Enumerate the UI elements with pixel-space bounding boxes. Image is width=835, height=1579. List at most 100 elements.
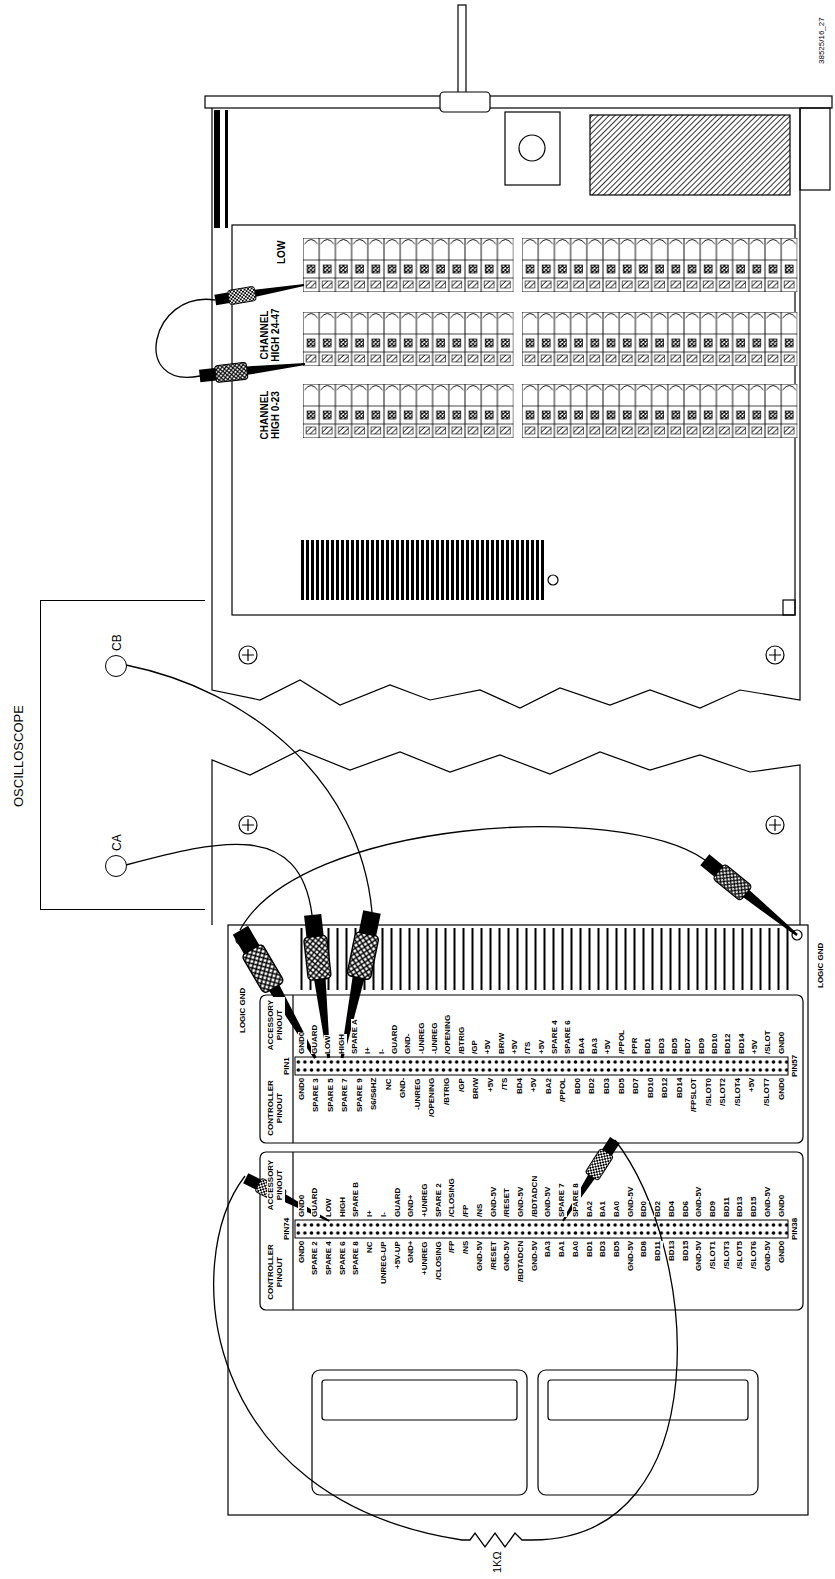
pin-label: GND+: [407, 1241, 416, 1263]
pin-label: /BDTADCN: [517, 1241, 526, 1282]
pin-label: BD10: [647, 1078, 656, 1098]
pin-label: SPARE 4: [551, 1020, 560, 1054]
pin-label: BD4: [668, 1201, 677, 1217]
pin-label: /CLOSING: [448, 1178, 457, 1217]
pin-label: /PPOL: [618, 1030, 627, 1054]
figure-number: 38525/16_27: [818, 17, 827, 64]
pin-label: GND-5V: [764, 1187, 773, 1217]
pin-label: I-: [378, 1049, 387, 1054]
pin-label: GND-5V: [695, 1187, 704, 1217]
pin-label: BR/W: [472, 1078, 481, 1099]
pin-label: BD3: [603, 1078, 612, 1094]
pin-label: BD7: [632, 1078, 641, 1094]
pin-label: BA2: [586, 1201, 595, 1217]
pin-label: +5V: [484, 1040, 493, 1054]
pin-label: GND0: [298, 1032, 307, 1054]
pin-label: SPARE 7: [341, 1078, 350, 1112]
pin-label: GND0: [298, 1078, 307, 1100]
ground-label: LOGIC GND: [817, 942, 826, 987]
pin-label: /SLOT0: [705, 1078, 714, 1106]
pin-label: /OPENING: [428, 1078, 437, 1117]
pin-label: BD0: [640, 1201, 649, 1217]
pin-label: /NS: [462, 1241, 471, 1254]
pin-label: SPARE 8: [572, 1183, 581, 1217]
pin-label: SPARE 3: [312, 1078, 321, 1112]
pin-label: GND-: [399, 1078, 408, 1098]
pin-label: I+: [366, 1210, 375, 1217]
pin-label: SPARE 4: [325, 1241, 334, 1275]
pin-label: BD11: [723, 1197, 732, 1217]
pin-label: BA1: [558, 1241, 567, 1257]
pin-label: GND0: [778, 1195, 787, 1217]
channel-name: CA: [111, 834, 124, 851]
pin-label: BD8: [640, 1241, 649, 1257]
pin-label: BA4: [578, 1038, 587, 1054]
pin-label: +5V-UP: [394, 1241, 403, 1269]
pin-label: BD10: [711, 1034, 720, 1054]
pin-label: SPARE 6: [564, 1020, 573, 1054]
pin-label: /SLOT7: [763, 1078, 772, 1106]
pin-number: PIN38: [791, 1218, 800, 1240]
pin-label: GND0: [778, 1032, 787, 1054]
pin-label: SPARE 5: [327, 1078, 336, 1112]
pin-label: GND-5V: [503, 1241, 512, 1271]
pin-label: GUARD: [394, 1188, 403, 1217]
channel-input: CB: [105, 655, 127, 677]
pin-label: BD3: [599, 1241, 608, 1257]
pin-label: +UNREG: [421, 1241, 430, 1275]
oscilloscope-box: OSCILLOSCOPECBCA: [40, 600, 205, 910]
pin-number: PIN1: [283, 1057, 292, 1075]
pin-label: /SLOT5: [736, 1241, 745, 1269]
channel-input: CA: [105, 855, 127, 877]
pin-label: HIGH: [339, 1197, 348, 1217]
pin-label: -UNREG: [431, 1022, 440, 1054]
pin-label: GND-5V: [695, 1241, 704, 1271]
pin-label: BD13: [668, 1241, 677, 1261]
pin-label: /FP: [462, 1205, 471, 1217]
pin-label: +5V: [511, 1040, 520, 1054]
terminal-label: CHANNEL HIGH 24-47: [259, 307, 281, 363]
pin-label: BD5: [618, 1078, 627, 1094]
pin-label: /GP: [458, 1078, 467, 1092]
pin-label: BA3: [544, 1241, 553, 1257]
pin-label: GND-5V: [764, 1241, 773, 1271]
pin-label: /BDTADCN: [531, 1176, 540, 1217]
pin-label: GND0: [298, 1241, 307, 1263]
pinout-header: ACCESSORY PINOUT: [267, 997, 285, 1053]
pin-label: PPR: [631, 1038, 640, 1054]
pin-label: -UNREG: [418, 1022, 427, 1054]
pin-label: GND0: [778, 1078, 787, 1100]
pin-label: NC: [385, 1078, 394, 1090]
pin-label: I+: [364, 1047, 373, 1054]
pin-label: GND+: [407, 1195, 416, 1217]
pin-label: GND-5V: [627, 1241, 636, 1271]
pin-label: /SLOT: [764, 1030, 773, 1054]
pin-label: /SLOT3: [723, 1241, 732, 1269]
pin-label: /SLOT6: [750, 1241, 759, 1269]
pin-label: BD15: [682, 1241, 691, 1261]
pin-label: BD11: [654, 1241, 663, 1261]
pin-label: S6/S6HZ: [370, 1078, 379, 1110]
pin-label: /RESET: [503, 1188, 512, 1217]
pin-label: BD14: [676, 1078, 685, 1098]
pinout-header: CONTROLLER PINOUT: [267, 1079, 285, 1137]
pin-label: BD2: [654, 1201, 663, 1217]
pin-label: GND-5V: [627, 1187, 636, 1217]
terminal-label: LOW: [276, 240, 287, 263]
pin-label: BD12: [661, 1078, 670, 1098]
pin-label: /BTRIG: [458, 1027, 467, 1054]
pin-label: GUARD: [311, 1025, 320, 1054]
pin-label: /FP: [448, 1241, 457, 1253]
pin-label: BD4: [516, 1078, 525, 1094]
pin-number: PIN74: [283, 1218, 292, 1240]
pin-label: BR/W: [498, 1033, 507, 1054]
pin-label: GND-5V: [476, 1241, 485, 1271]
pin-label: NC: [366, 1241, 375, 1253]
pin-label: /GP: [471, 1040, 480, 1054]
pin-label: GND0: [778, 1241, 787, 1263]
pin-label: BA2: [545, 1078, 554, 1094]
pin-label: GND0: [298, 1195, 307, 1217]
pin-label: BD15: [750, 1197, 759, 1217]
pin-label: +5V: [748, 1078, 757, 1092]
pin-label: HIGH: [338, 1034, 347, 1054]
